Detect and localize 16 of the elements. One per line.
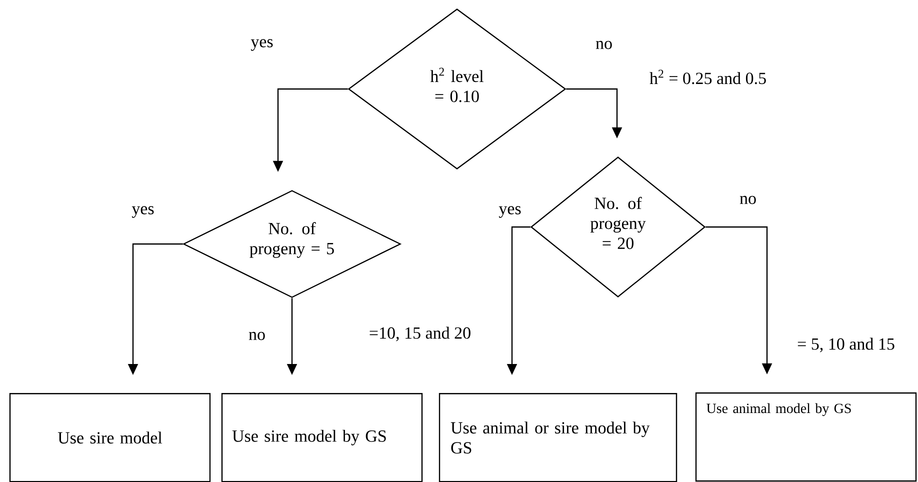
- process-box: Use sire model: [9, 393, 211, 482]
- edge-label: yes: [132, 206, 154, 218]
- edge-label: yes: [250, 39, 273, 51]
- node-label: No. of progeny = 20: [590, 196, 646, 250]
- condition-label: =10, 15 and 20: [370, 326, 470, 342]
- process-box: Use animal or sire model by GS: [438, 393, 678, 482]
- process-box: Use sire model by GS: [221, 393, 423, 482]
- process-box: Use animal model by GS: [695, 392, 917, 482]
- condition-label: h$^{2}$ = 0.25 and 0.5: [650, 70, 766, 84]
- condition-label: = 5, 10 and 15: [798, 338, 894, 352]
- edge-label: no: [248, 332, 265, 340]
- node-label: No. of progeny = 5: [250, 222, 334, 258]
- edge-label: no: [596, 40, 612, 50]
- edge-label: yes: [498, 206, 521, 218]
- edge-label: no: [740, 196, 756, 204]
- node-label: h$^{2}$ level = 0.10: [430, 68, 484, 102]
